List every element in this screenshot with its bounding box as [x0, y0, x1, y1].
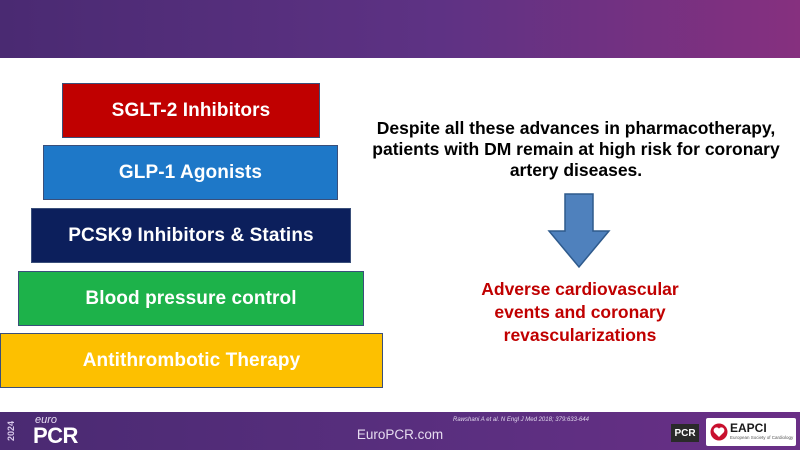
logo-year: 2024: [6, 420, 16, 442]
footer-site-link[interactable]: EuroPCR.com: [356, 427, 444, 442]
pyramid-label: PCSK9 Inhibitors & Statins: [68, 224, 314, 246]
pcr-badge-logo: PCR: [671, 424, 699, 442]
logo-euro: euro: [35, 414, 58, 426]
eapci-sub-label: European Society of Cardiology: [730, 435, 794, 440]
pyramid-label: SGLT-2 Inhibitors: [111, 99, 271, 121]
logo-pcr: PCR: [33, 423, 78, 448]
pyramid-block-glp1: GLP-1 Agonists: [43, 145, 338, 200]
outcome-text: Adverse cardiovascular events and corona…: [481, 279, 679, 345]
pyramid-block-blood-pressure: Blood pressure control: [18, 271, 364, 326]
down-arrow-icon: [547, 193, 611, 269]
heart-icon: [710, 423, 728, 441]
reference-citation: Rawshani A et al. N Engl J Med 2018; 379…: [453, 417, 589, 423]
pyramid-label: Antithrombotic Therapy: [82, 349, 301, 371]
eapci-label: EAPCI: [730, 421, 767, 435]
eapci-logo: EAPCI European Society of Cardiology: [706, 418, 796, 446]
statement-text: Despite all these advances in pharmacoth…: [372, 118, 780, 180]
header-bar: [0, 0, 800, 58]
pyramid-label: GLP-1 Agonists: [118, 161, 263, 183]
pyramid-block-pcsk9: PCSK9 Inhibitors & Statins: [31, 208, 351, 263]
pyramid-block-sglt2: SGLT-2 Inhibitors: [62, 83, 320, 138]
pyramid-label: Blood pressure control: [85, 287, 297, 309]
europcr-logo: 2024 euro PCR: [6, 414, 88, 448]
pyramid-block-antithrombotic: Antithrombotic Therapy: [0, 333, 383, 388]
footer-bar: [0, 412, 800, 450]
